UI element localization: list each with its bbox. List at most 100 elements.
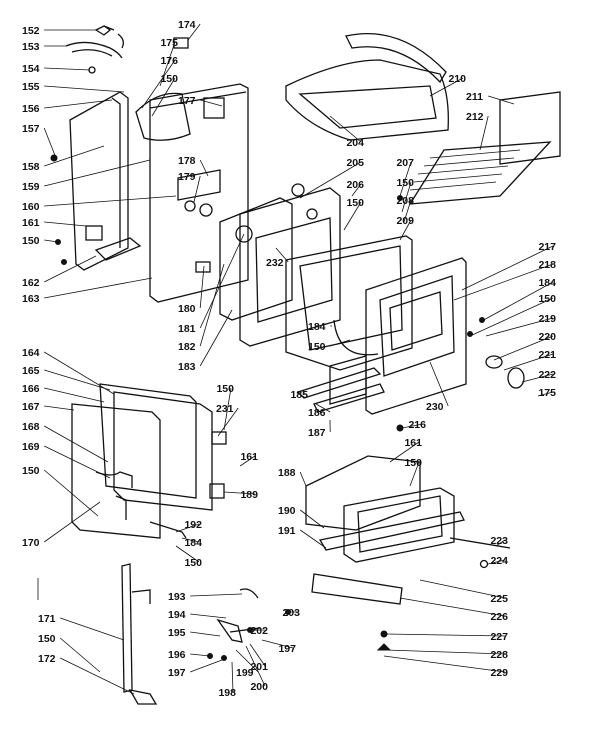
leader-line xyxy=(44,221,87,227)
part-callout-154: 154 xyxy=(22,63,40,75)
leader-line xyxy=(479,281,554,323)
part-callout-150: 150 xyxy=(396,177,414,189)
leader-line xyxy=(461,245,554,291)
leader-line xyxy=(231,661,234,693)
part-callout-224: 224 xyxy=(490,555,508,567)
leader-line xyxy=(487,559,506,565)
part-callout-163: 163 xyxy=(22,293,40,305)
leader-line xyxy=(44,255,97,283)
part-callout-205: 205 xyxy=(346,157,364,169)
part-callout-195: 195 xyxy=(168,627,186,639)
leader-lines xyxy=(43,23,554,695)
leader-line xyxy=(175,523,200,533)
part-callout-175: 175 xyxy=(538,387,556,399)
part-callout-203: 203 xyxy=(282,607,300,619)
leader-line xyxy=(495,539,506,547)
part-callout-184: 184 xyxy=(308,321,326,333)
part-callout-229: 229 xyxy=(490,667,508,679)
leader-line xyxy=(223,491,256,495)
part-callout-218: 218 xyxy=(538,259,556,271)
leader-line xyxy=(488,95,515,105)
part-callout-221: 221 xyxy=(538,349,556,361)
part-callout-184: 184 xyxy=(538,277,556,289)
part-callout-204: 204 xyxy=(346,137,364,149)
part-callout-187: 187 xyxy=(308,427,326,439)
leader-line xyxy=(245,645,266,687)
part-callout-219: 219 xyxy=(538,313,556,325)
leader-line xyxy=(503,353,554,371)
leader-line xyxy=(190,659,223,673)
part-callout-171: 171 xyxy=(38,613,56,625)
part-callout-186: 186 xyxy=(308,407,326,419)
leader-line xyxy=(199,263,225,347)
part-callout-193: 193 xyxy=(168,591,186,603)
part-callout-182: 182 xyxy=(178,341,196,353)
part-callout-197: 197 xyxy=(278,643,296,655)
leader-line xyxy=(190,593,243,597)
part-callout-150: 150 xyxy=(22,465,40,477)
leader-line xyxy=(199,159,209,177)
part-callout-201: 201 xyxy=(250,661,268,673)
leader-line xyxy=(193,175,201,203)
part-callout-183: 183 xyxy=(178,361,196,373)
part-callout-155: 155 xyxy=(22,81,40,93)
leader-line xyxy=(44,99,113,109)
part-callout-175: 175 xyxy=(160,37,178,49)
part-callout-197: 197 xyxy=(168,667,186,679)
leader-line xyxy=(485,317,554,337)
leader-line xyxy=(453,263,554,301)
part-callout-180: 180 xyxy=(178,303,196,315)
part-callout-194: 194 xyxy=(168,609,186,621)
leader-line xyxy=(275,247,289,263)
part-callout-196: 196 xyxy=(168,649,186,661)
leader-line xyxy=(479,115,489,151)
part-callout-161: 161 xyxy=(240,451,258,463)
part-callout-150: 150 xyxy=(538,293,556,305)
part-callout-165: 165 xyxy=(22,365,40,377)
part-callout-169: 169 xyxy=(22,441,40,453)
leader-line xyxy=(299,509,325,529)
part-callout-167: 167 xyxy=(22,401,40,413)
leader-line xyxy=(401,181,412,213)
part-callout-176: 176 xyxy=(160,55,178,67)
leader-line xyxy=(330,339,351,347)
leader-line xyxy=(44,387,105,403)
leader-line xyxy=(403,199,412,223)
leader-line xyxy=(299,471,307,487)
leader-line xyxy=(151,77,176,117)
leader-line xyxy=(261,639,294,649)
leader-line xyxy=(44,445,111,479)
leader-line xyxy=(239,455,256,467)
leader-line xyxy=(60,657,135,695)
part-callout-177: 177 xyxy=(178,95,196,107)
leader-line xyxy=(43,351,115,395)
leader-line xyxy=(537,391,554,397)
leader-line xyxy=(175,545,200,563)
part-callout-161: 161 xyxy=(404,437,422,449)
leader-line xyxy=(217,407,239,437)
leader-line xyxy=(299,161,362,199)
leader-line xyxy=(223,387,232,431)
leader-line xyxy=(44,195,177,207)
part-callout-200: 200 xyxy=(250,681,268,693)
part-callout-150: 150 xyxy=(184,557,202,569)
part-callout-190: 190 xyxy=(278,505,296,517)
part-callout-206: 206 xyxy=(346,179,364,191)
leader-line xyxy=(493,335,554,361)
part-callout-230: 230 xyxy=(426,401,444,413)
leader-line xyxy=(383,655,506,673)
leader-line xyxy=(301,389,306,395)
part-callout-168: 168 xyxy=(22,421,40,433)
leader-line xyxy=(43,501,101,543)
leader-line xyxy=(60,617,125,641)
part-callout-191: 191 xyxy=(278,525,296,537)
leader-line xyxy=(190,653,211,657)
part-drawings xyxy=(37,25,561,705)
leader-line xyxy=(181,537,200,543)
leader-line xyxy=(43,469,99,517)
leader-line xyxy=(199,309,233,367)
leader-line xyxy=(521,373,554,383)
part-callout-207: 207 xyxy=(396,157,414,169)
part-callout-160: 160 xyxy=(22,201,40,213)
